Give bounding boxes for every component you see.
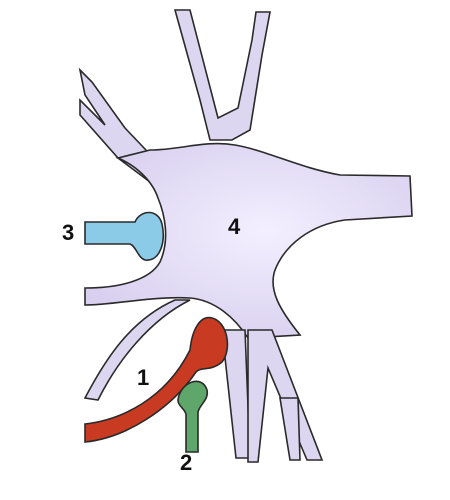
- label-4: 4: [228, 214, 241, 239]
- label-3: 3: [62, 220, 74, 245]
- postsynaptic-neuron: [78, 9, 413, 463]
- soma: [84, 142, 413, 339]
- axon-branch-right-fork: [279, 397, 301, 461]
- label-2: 2: [180, 450, 192, 475]
- axon-branch-right: [247, 329, 324, 463]
- presynaptic-terminal-2: [177, 380, 209, 453]
- presynaptic-terminal-1: [84, 316, 229, 443]
- lower-left-dendrite: [83, 299, 191, 401]
- top-dendrite: [173, 9, 271, 141]
- label-1: 1: [137, 365, 149, 390]
- presynaptic-terminal-3: [84, 211, 164, 261]
